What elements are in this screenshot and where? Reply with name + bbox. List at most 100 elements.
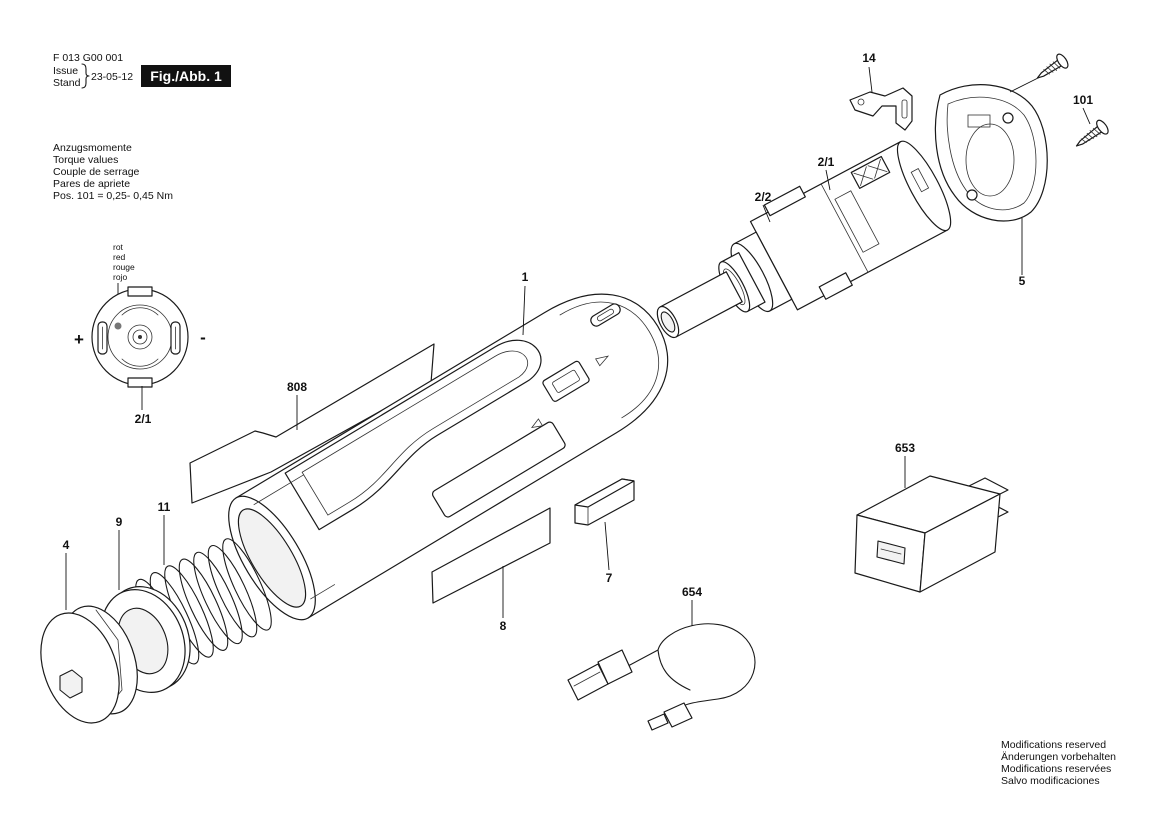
motor-end-face <box>896 140 952 232</box>
minus-sign: - <box>200 328 206 347</box>
footer-line: Salvo modificaciones <box>1001 775 1100 787</box>
charge-indicator-inner <box>597 308 614 322</box>
connector-top-tab <box>127 286 153 297</box>
footer-note: Modifications reserved Änderungen vorbeh… <box>1001 739 1116 787</box>
housing-bore <box>237 508 307 608</box>
bore-line <box>253 474 305 506</box>
spring-coil <box>222 538 272 631</box>
screw-head <box>1056 53 1069 69</box>
part-number-653: 653 <box>895 441 915 455</box>
red-marking-dot <box>114 322 122 330</box>
charger-side-face <box>919 493 1001 593</box>
leader-line <box>604 521 610 571</box>
stand-label: Stand <box>53 77 81 89</box>
part-number-8: 8 <box>500 619 507 633</box>
part-number-4: 4 <box>63 538 70 552</box>
part-number-654: 654 <box>682 585 702 599</box>
bit-socket <box>660 311 676 333</box>
bore-line <box>310 584 336 600</box>
cap-face <box>40 612 120 724</box>
plus-sign: + <box>74 330 84 349</box>
arrow-icon <box>595 355 610 367</box>
part-653-usb-charger <box>854 475 1009 593</box>
connector-bottom-tab <box>127 377 153 388</box>
figure-label: Fig./Abb. 1 <box>150 68 222 84</box>
part-number-1: 1 <box>522 270 529 284</box>
bracket-hole <box>857 98 865 106</box>
bracket-plate <box>849 87 913 131</box>
connector-label: 2/1 <box>135 412 152 426</box>
connector-arc <box>121 358 159 367</box>
spring-coil <box>178 558 229 651</box>
part-14-contact-bracket <box>849 87 913 131</box>
bracket-slot <box>901 99 908 119</box>
motor-seam <box>820 183 869 273</box>
color-label: red <box>113 252 126 262</box>
spring-coil <box>207 544 258 638</box>
part-number-5: 5 <box>1019 274 1026 288</box>
part-11-spring <box>135 538 272 672</box>
part-number-7: 7 <box>606 571 613 585</box>
torque-note: Anzugsmomente Torque values Couple de se… <box>53 142 173 202</box>
footer-line: Modifications reservées <box>1001 763 1111 775</box>
switch-slot <box>542 360 590 402</box>
connector-hub <box>127 324 153 350</box>
usb-port <box>876 540 906 565</box>
part-101-screw <box>1036 53 1069 79</box>
connector-center <box>138 335 142 339</box>
part-8-label <box>431 507 551 604</box>
screw-thread <box>1043 61 1061 75</box>
part-2-motor-assembly <box>656 140 952 339</box>
issue-date: 23-05-12 <box>91 71 133 83</box>
part-9-washer <box>100 586 191 693</box>
usb-port-tongue <box>880 548 902 555</box>
torque-line: Torque values <box>53 154 118 166</box>
part-101-screw <box>1075 119 1109 147</box>
motor-clip <box>763 185 806 217</box>
motor-vent <box>850 155 891 189</box>
part-808-label-strip <box>189 343 435 504</box>
part-1-housing <box>228 293 669 621</box>
color-label: rouge <box>113 262 135 272</box>
leader-line <box>825 169 831 191</box>
part-number-14: 14 <box>862 51 876 65</box>
part-4-end-cap <box>40 605 138 724</box>
issue-label: Issue <box>53 65 78 77</box>
vent-cross-icon <box>853 158 888 187</box>
end-cap-shell <box>934 84 1048 222</box>
housing-grip <box>284 339 542 531</box>
screw-boss <box>1002 112 1014 124</box>
part-number-2-2: 2/2 <box>755 190 772 204</box>
end-cap-rib <box>967 114 991 128</box>
screw-boss <box>966 189 978 201</box>
part-5-end-cap <box>934 84 1048 222</box>
color-label: rot <box>113 242 124 252</box>
document-header: F 013 G00 001 Issue Stand 23-05-12 Fig./… <box>53 52 231 89</box>
switch-slot-inner <box>552 369 580 393</box>
part-number-808: 808 <box>287 380 307 394</box>
footer-line: Modifications reserved <box>1001 739 1106 751</box>
leader-line <box>868 66 873 93</box>
connector-hub-inner <box>132 329 148 345</box>
part-7-slide-button <box>574 478 635 526</box>
end-cap-rim <box>946 96 1037 211</box>
brace-icon <box>81 63 90 89</box>
screw-head <box>1096 119 1109 135</box>
motor-clip <box>818 272 853 300</box>
spring-coil <box>193 551 243 645</box>
housing-label-recess <box>431 421 566 518</box>
torque-line: Couple de serrage <box>53 166 140 178</box>
part-number-11: 11 <box>158 500 171 514</box>
arrow-icon <box>530 418 544 429</box>
housing-nose-line <box>559 301 660 419</box>
torque-line: Pos. 101 = 0,25- 0,45 Nm <box>53 190 173 202</box>
part-number-101: 101 <box>1073 93 1093 107</box>
footer-line: Änderungen vorbehalten <box>1001 751 1116 763</box>
cap-hex-hole <box>59 669 83 699</box>
micro-usb-body <box>663 702 693 728</box>
leader-line <box>762 204 771 223</box>
usb-a-plug-line <box>573 671 601 687</box>
doc-number: F 013 G00 001 <box>53 52 123 64</box>
assembly-line <box>1009 75 1043 93</box>
motor-bracket <box>834 190 880 253</box>
